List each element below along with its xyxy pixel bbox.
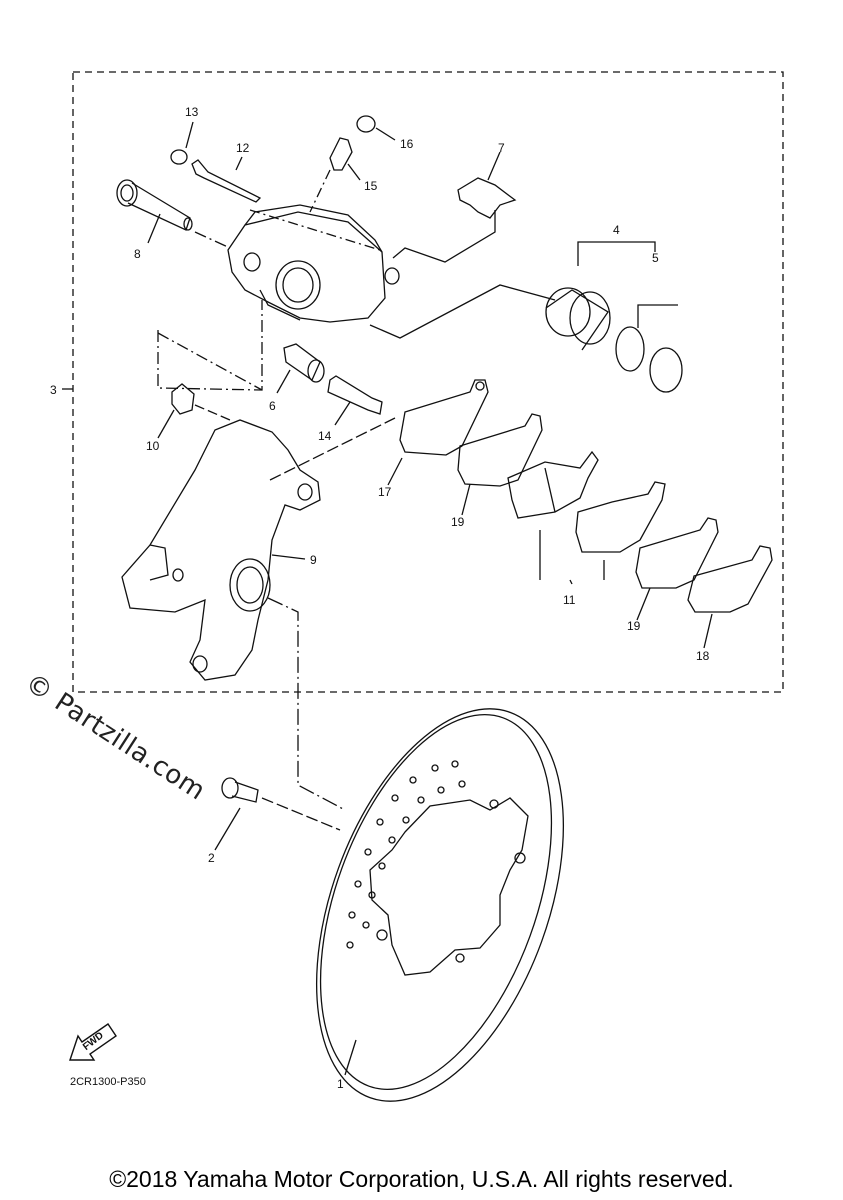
pad-shim-19-right: [635, 517, 719, 589]
brake-pad-11-right: [575, 481, 666, 553]
label-part-11: 11: [563, 593, 576, 607]
bleed-cap: [356, 115, 376, 133]
brake-pad-17: [399, 379, 489, 456]
label-part-17: 17: [378, 485, 392, 499]
caliper-body: [227, 204, 400, 323]
plug: [170, 149, 188, 165]
retaining-pin: [191, 159, 262, 203]
label-part-9: 9: [310, 553, 317, 567]
assembly-boundary: [72, 71, 784, 693]
brake-pad-11-left: [507, 450, 599, 519]
label-part-15: 15: [364, 179, 378, 193]
label-part-2: 2: [208, 851, 215, 865]
label-part-19-left: 19: [451, 515, 465, 529]
copyright-notice: ©2018 Yamaha Motor Corporation, U.S.A. A…: [109, 1166, 734, 1192]
slide-pin: [327, 375, 383, 415]
drawing-code: 2CR1300-P350: [70, 1076, 146, 1088]
pin-bolt: [116, 179, 193, 231]
fwd-arrow-icon: [69, 1023, 117, 1061]
bushing: [283, 343, 325, 383]
label-part-18: 18: [696, 649, 710, 663]
pad-shim-19-left: [457, 413, 543, 487]
label-part-3: 3: [50, 383, 57, 397]
label-part-19-right: 19: [627, 619, 641, 633]
label-part-1: 1: [337, 1077, 344, 1091]
dust-seal: [649, 347, 683, 393]
label-part-12: 12: [236, 141, 250, 155]
pad-spring: [457, 177, 517, 219]
brake-disc: [315, 708, 565, 1102]
bleed-screw: [329, 137, 353, 171]
label-part-8: 8: [134, 247, 141, 261]
label-part-13: 13: [185, 105, 199, 119]
caliper-bracket: [121, 419, 321, 681]
piston: [545, 287, 611, 351]
label-part-5: 5: [652, 251, 659, 265]
piston-seal: [615, 326, 645, 372]
rubber-boot: [171, 383, 195, 415]
label-part-4: 4: [613, 223, 620, 237]
disc-bolt: [221, 777, 259, 803]
label-part-16: 16: [400, 137, 414, 151]
label-part-6: 6: [269, 399, 276, 413]
brake-pad-18: [687, 545, 773, 613]
label-part-14: 14: [318, 429, 332, 443]
label-part-7: 7: [498, 141, 505, 155]
label-part-10: 10: [146, 439, 160, 453]
